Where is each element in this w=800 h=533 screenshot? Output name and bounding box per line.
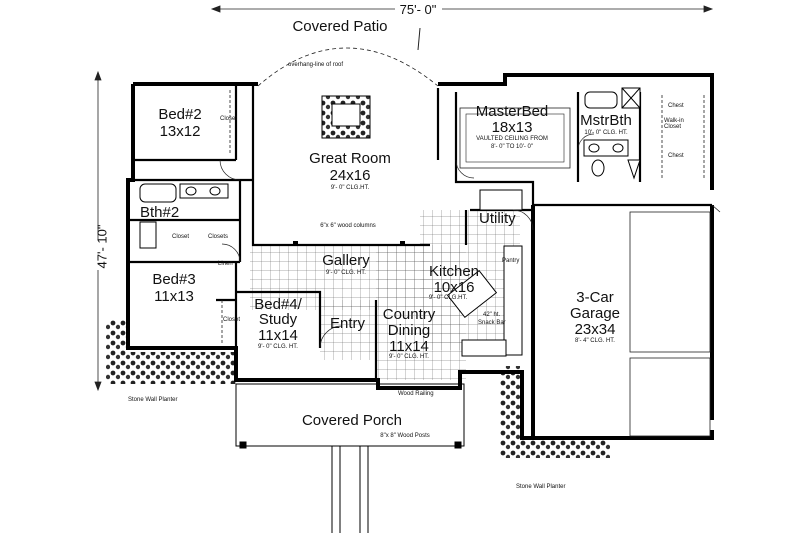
pantry-label: Pantry (502, 258, 520, 264)
bed2-name: Bed#2 (158, 106, 202, 123)
covered-porch (235, 383, 465, 533)
garage-name-line1: 3-Car (576, 289, 614, 306)
bath2-closets: Closets (208, 234, 229, 240)
covered-porch-label: Covered Porch (301, 412, 403, 429)
entry-name: Entry (330, 315, 366, 332)
fireplace (321, 95, 371, 139)
width-dimension-line (210, 5, 714, 13)
master-bath-fixtures (583, 87, 641, 180)
kitchen-size: 10x16 (433, 279, 475, 296)
linen-closet: Linen (218, 261, 233, 267)
bed4-closet: Closet (223, 317, 241, 323)
wood-columns (293, 241, 405, 246)
great-room-size: 24x16 (329, 167, 371, 184)
garage-ceiling: 8'- 4" CLG. HT. (575, 338, 615, 344)
utility-name: Utility (479, 210, 516, 227)
garage-name-line2: Garage (569, 305, 621, 322)
bath2-closet: Closet (172, 234, 190, 240)
snack-bar-label: Snack Bar (478, 320, 506, 326)
depth-dimension-line (94, 70, 102, 392)
master-vault-inner (465, 113, 565, 163)
walk-in-closet: Walk-in Closet (664, 118, 684, 130)
snack-bar-height: 42" ht. (483, 312, 501, 318)
bed3-name: Bed#3 (152, 271, 196, 288)
bed3-size: 11x13 (154, 288, 194, 305)
garage-doors (629, 204, 721, 437)
bed2-size: 13x12 (159, 123, 201, 140)
master-bed-ceiling-1: VAULTED CEILING FROM (476, 136, 548, 142)
width-dimension: 75'- 0" (399, 2, 437, 17)
closet-shelves (221, 90, 705, 345)
patio-overhang-arc (257, 47, 439, 87)
great-room-name: Great Room (309, 150, 391, 167)
bed2-closet: Closet (220, 116, 238, 122)
great-room-ceiling: 9'- 0" CLG.HT. (330, 185, 370, 191)
garage-size: 23x34 (574, 321, 616, 338)
covered-patio-label: Covered Patio (292, 18, 388, 35)
bed4-name-line2: Study (258, 311, 298, 328)
door-swings (219, 133, 595, 349)
right-stone-planter-base (500, 438, 610, 458)
master-bed-size: 18x13 (491, 119, 533, 136)
gallery-name: Gallery (322, 252, 370, 269)
bed4-name-line1: Bed#4/ (254, 296, 302, 313)
dining-name-line1: Country (382, 306, 436, 323)
overhang-note: overhang-line of roof (288, 62, 344, 68)
master-bath-name: MstrBth (580, 112, 632, 129)
stone-wall-planter-right: Stone Wall Planter (516, 484, 566, 490)
wood-railing-note: Wood Railing (398, 391, 434, 397)
wood-columns-note: 6"x 6" wood columns (320, 223, 376, 229)
chest-1: Chest (668, 103, 684, 109)
porch-posts-note: 8"x 8" Wood Posts (380, 433, 430, 439)
master-bed-ceiling-2: 8'- 0" TO 10'- 0" (490, 144, 534, 150)
bed4-ceiling: 9'- 0" CLG. HT. (258, 344, 298, 350)
chest-2: Chest (668, 153, 684, 159)
kitchen-name: Kitchen (428, 263, 480, 280)
dining-ceiling: 9'- 0" CLG. HT. (389, 354, 429, 360)
bed4-size: 11x14 (258, 327, 298, 344)
master-vault-outline (459, 107, 571, 169)
dining-size: 11x14 (389, 338, 429, 355)
master-bed-name: MasterBed (475, 103, 549, 120)
gallery-ceiling: 9'- 0" CLG. HT. (326, 270, 366, 276)
kitchen-ceiling: 9'- 0" CLG.HT. (428, 295, 468, 301)
stone-wall-planter-left: Stone Wall Planter (128, 397, 178, 403)
dining-name-line2: Dining (387, 322, 431, 339)
right-stone-planter (500, 366, 522, 456)
kitchen-counters (446, 189, 523, 357)
depth-dimension: 47'- 10" (94, 224, 110, 269)
patio-arrow (417, 27, 421, 51)
master-bath-ceiling: 10'- 0" CLG. HT. (584, 130, 628, 136)
bath2-name: Bth#2 (140, 204, 180, 221)
bath2-fixtures (139, 183, 229, 249)
